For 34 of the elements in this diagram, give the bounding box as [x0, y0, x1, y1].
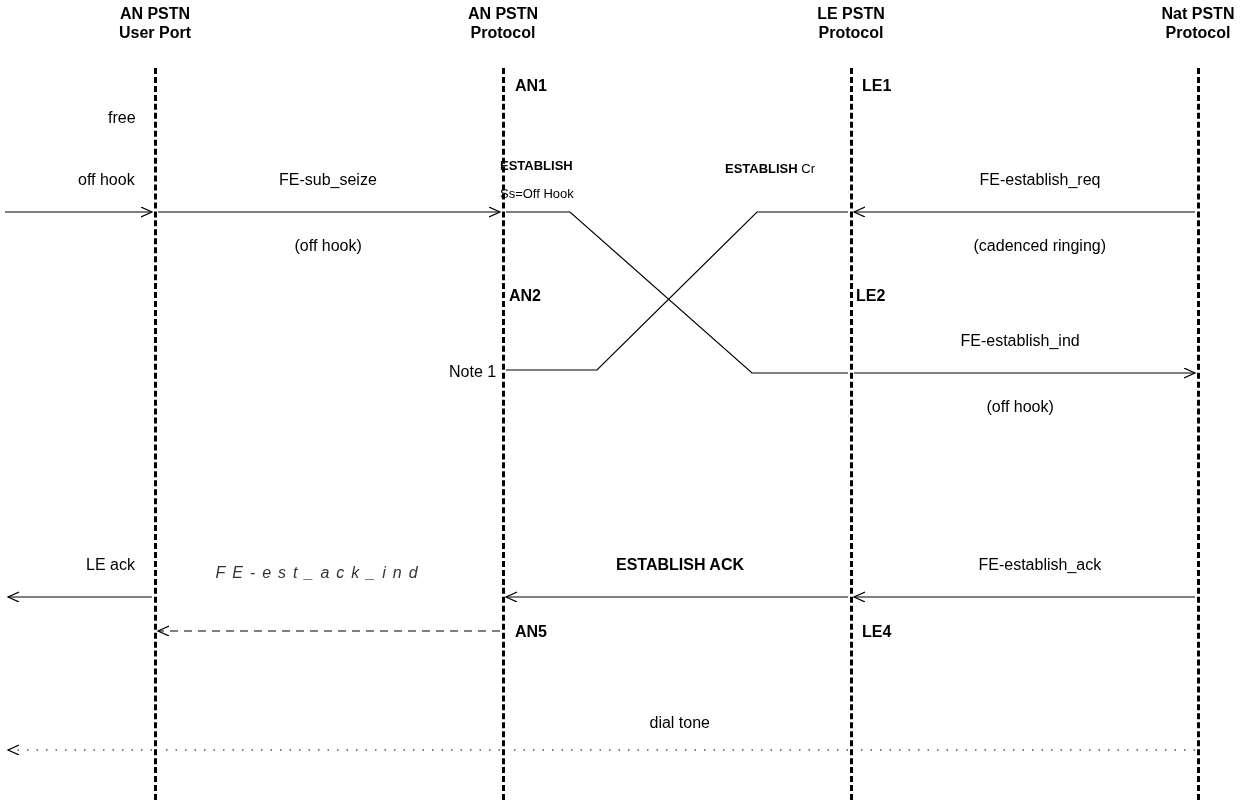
- arrow: [4, 206, 153, 218]
- state-label: free: [108, 108, 136, 127]
- message-parameter: (off hook): [986, 397, 1054, 416]
- edge-label: ESTABLISH ACK: [616, 555, 744, 574]
- edge-label: FE-establish_ind: [960, 331, 1080, 350]
- arrow: [853, 591, 1196, 603]
- arrow: [853, 206, 1196, 218]
- edge-label: LE ack: [86, 555, 135, 574]
- state-label: LE1: [862, 76, 892, 95]
- arrow: [157, 206, 501, 218]
- edge-label: FE-est_ack_ind: [214, 563, 426, 583]
- lifeline-header: Nat PSTN Protocol: [1160, 4, 1236, 42]
- edge-label: off hook: [78, 170, 135, 189]
- arrow: [7, 591, 153, 603]
- arrow: [853, 367, 1196, 379]
- edge-label: FE-establish_ack: [978, 555, 1102, 574]
- message-parameter: (cadenced ringing): [973, 236, 1107, 255]
- lifeline-header: AN PSTN Protocol: [466, 4, 540, 42]
- state-label: LE4: [862, 622, 892, 641]
- edge-label: FE-sub_seize: [279, 170, 377, 189]
- lifeline-header: AN PSTN User Port: [118, 4, 192, 42]
- note-label: Note 1: [449, 362, 497, 381]
- state-label: AN1: [515, 76, 547, 95]
- message-parameter: (off hook): [294, 236, 362, 255]
- arrow: [505, 591, 849, 603]
- arrow: [157, 625, 501, 637]
- arrow: [7, 744, 153, 756]
- state-label: LE2: [856, 286, 886, 305]
- edge-label: ESTABLISH Cr: [723, 160, 817, 178]
- edge-label: FE-establish_req: [979, 170, 1101, 189]
- edge-label: dial tone: [649, 713, 710, 732]
- state-label: AN5: [515, 622, 547, 641]
- state-label: AN2: [509, 286, 541, 305]
- lifeline-header: LE PSTN Protocol: [816, 4, 886, 42]
